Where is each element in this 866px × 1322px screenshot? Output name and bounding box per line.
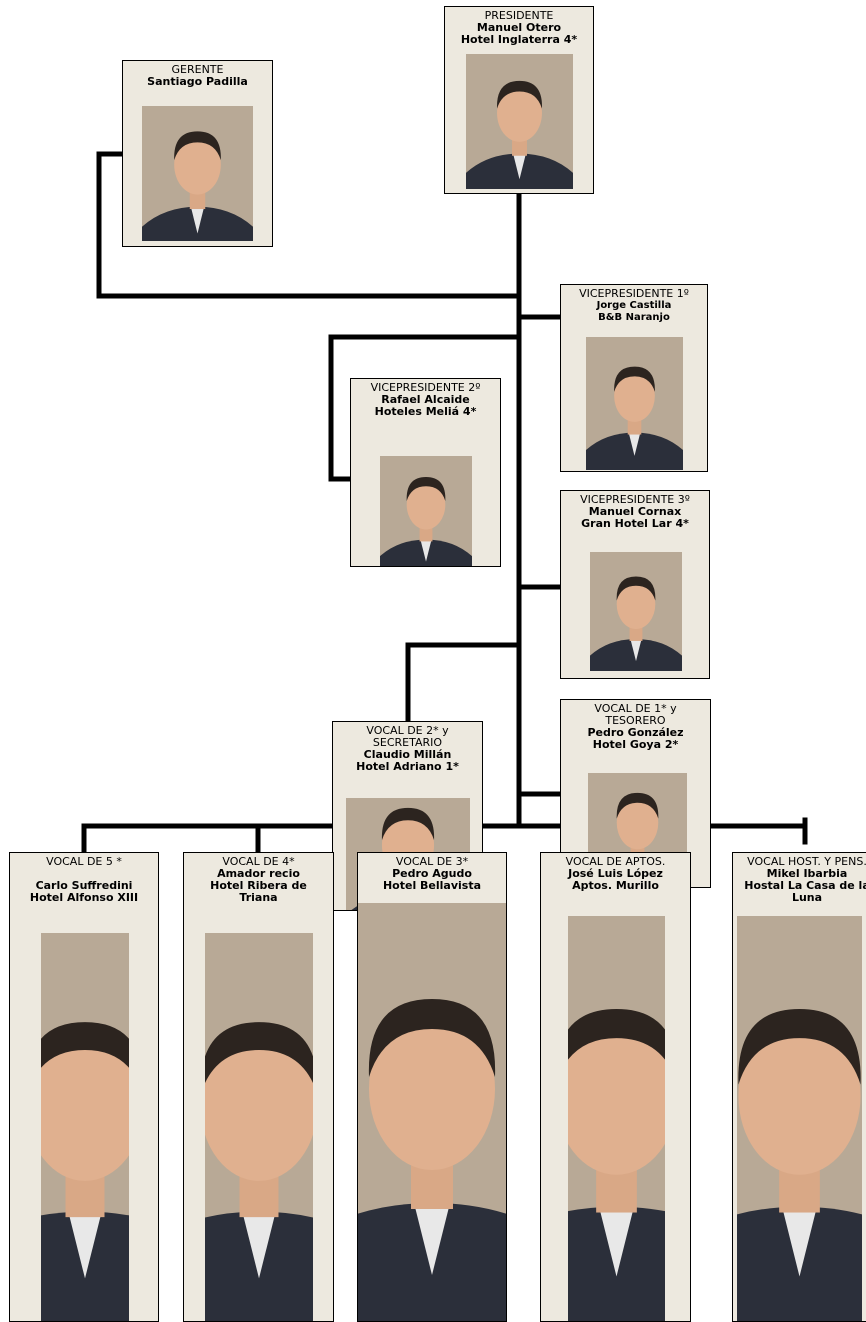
role-label: GERENTE — [171, 63, 224, 76]
role-label: VICEPRESIDENTE 3º — [580, 493, 690, 506]
portrait-photo — [590, 552, 682, 671]
person-name: Mikel Ibarbia — [766, 867, 848, 880]
role-label: VOCAL DE 3* — [395, 855, 469, 868]
hotel-name: Hotel Goya 2* — [592, 738, 679, 751]
portrait-photo — [466, 54, 573, 189]
role-label: PRESIDENTE — [484, 9, 554, 22]
hotel-name: Hotel Inglaterra 4* — [460, 33, 578, 46]
hotel-name: B&B Naranjo — [598, 312, 670, 323]
person-name: Carlo Suffredini — [35, 879, 133, 892]
role-label: VOCAL DE 2* y SECRETARIO — [366, 724, 449, 749]
portrait-photo — [358, 903, 506, 1322]
person-name: Pedro González — [587, 726, 684, 739]
portrait-photo — [41, 933, 129, 1322]
role-label: VOCAL DE 1* y TESORERO — [594, 702, 677, 727]
portrait-photo — [380, 456, 472, 567]
org-card-vocal-aptos: VOCAL DE APTOS. José Luis López Aptos. M… — [540, 852, 691, 1322]
portrait-photo — [568, 916, 665, 1322]
hotel-name: Hotel Ribera de Triana — [210, 879, 307, 904]
person-name: Pedro Agudo — [392, 867, 472, 880]
portrait-photo — [737, 916, 862, 1322]
role-label: VOCAL DE 5 * — [46, 855, 122, 868]
connector-vp2 — [328, 334, 522, 482]
hotel-name: Hotel Alfonso XIII — [29, 891, 139, 904]
org-card-vocal-4: VOCAL DE 4* Amador recio Hotel Ribera de… — [183, 852, 334, 1322]
connector-vocal2-secretario — [405, 642, 522, 724]
org-card-vocal-3: VOCAL DE 3* Pedro Agudo Hotel Bellavista — [357, 852, 507, 1322]
person-name: Manuel Cornax — [588, 505, 682, 518]
hotel-name: Hoteles Meliá 4* — [374, 405, 477, 418]
hotel-name: Gran Hotel Lar 4* — [581, 517, 689, 530]
org-card-presidente: PRESIDENTE Manuel Otero Hotel Inglaterra… — [444, 6, 594, 194]
person-name: Amador recio — [217, 867, 300, 880]
role-label: VOCAL HOST. Y PENS. — [747, 855, 866, 868]
org-card-vocal-5: VOCAL DE 5 * Carlo Suffredini Hotel Alfo… — [9, 852, 159, 1322]
person-name: Santiago Padilla — [147, 75, 248, 88]
org-card-vicepresidente-3: VICEPRESIDENTE 3º Manuel Cornax Gran Hot… — [560, 490, 710, 679]
role-label: VOCAL DE APTOS. — [565, 855, 666, 868]
hotel-name: Hotel Adriano 1* — [356, 760, 459, 773]
org-card-gerente: GERENTE Santiago Padilla — [122, 60, 273, 247]
portrait-photo — [205, 933, 313, 1322]
role-label: VICEPRESIDENTE 1º — [579, 287, 689, 300]
connector-gerente — [96, 151, 522, 299]
person-name: Claudio Millán — [363, 748, 452, 761]
role-label: VOCAL DE 4* — [222, 855, 295, 868]
hotel-name: Aptos. Murillo — [572, 879, 659, 892]
person-name: Jorge Castilla — [596, 300, 672, 311]
person-name: Rafael Alcaide — [381, 393, 470, 406]
person-name: Manuel Otero — [476, 21, 562, 34]
org-card-vocal-hostales: VOCAL HOST. Y PENS. Mikel Ibarbia Hostal… — [732, 852, 866, 1322]
person-name: José Luis López — [568, 867, 663, 880]
hotel-name: Hostal La Casa de la Luna — [744, 879, 866, 904]
portrait-photo — [586, 337, 683, 470]
hotel-name: Hotel Bellavista — [382, 879, 482, 892]
org-card-vicepresidente-2: VICEPRESIDENTE 2º Rafael Alcaide Hoteles… — [350, 378, 501, 567]
portrait-photo — [142, 106, 253, 241]
role-label: VICEPRESIDENTE 2º — [370, 381, 481, 394]
org-card-vicepresidente-1: VICEPRESIDENTE 1º Jorge Castilla B&B Nar… — [560, 284, 708, 472]
